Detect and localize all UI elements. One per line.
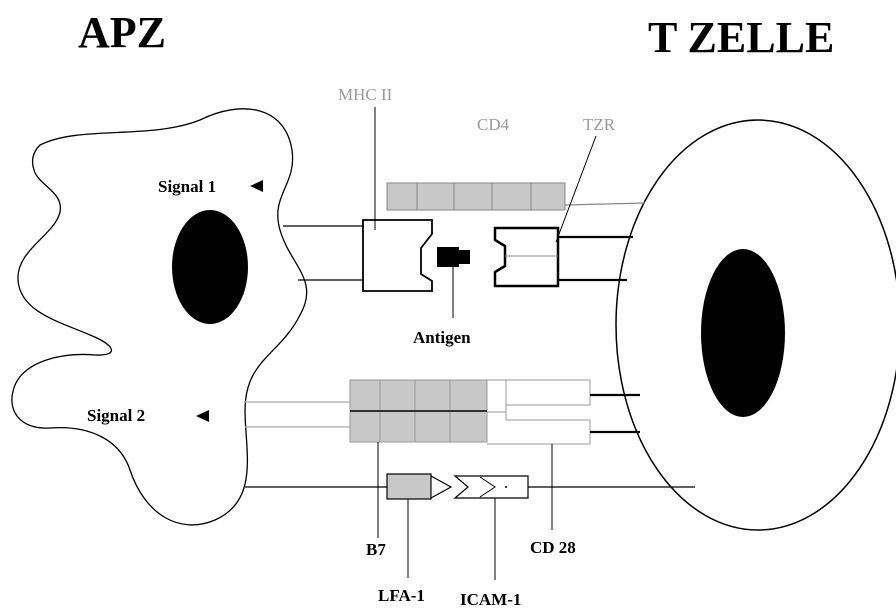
lfa1-label: LFA-1	[378, 586, 425, 605]
b7-label: B7	[366, 540, 386, 559]
cd4-label: CD4	[477, 115, 510, 134]
mhc2-molecule	[363, 220, 432, 291]
signal2-arrow-icon	[196, 410, 209, 422]
tcr-molecule	[495, 228, 558, 286]
icam1-label: ICAM-1	[460, 590, 521, 609]
icam1-molecule	[455, 476, 528, 498]
icam1-dot	[505, 486, 507, 488]
signal1-arrow-icon	[250, 180, 263, 192]
antigen-label: Antigen	[413, 328, 471, 347]
lfa1-tip	[431, 476, 451, 498]
signal1-label: Signal 1	[158, 177, 216, 196]
cd4-to-tcell-line	[565, 203, 645, 205]
b7-molecule	[350, 380, 487, 442]
tzr-label: TZR	[583, 115, 616, 134]
tcell-nucleus	[701, 249, 785, 417]
antigen-shape	[437, 247, 470, 267]
apc-cell-outline	[12, 109, 307, 525]
lfa1-molecule	[387, 474, 431, 499]
apz-title: APZ	[78, 8, 166, 57]
apc-nucleus	[172, 210, 248, 324]
cd4-bar	[387, 183, 565, 210]
signal2-label: Signal 2	[87, 406, 145, 425]
mhc2-label: MHC II	[338, 85, 393, 104]
cd28-molecule	[487, 380, 590, 444]
tcell-title: T ZELLE	[648, 13, 834, 62]
cd28-label: CD 28	[530, 538, 576, 557]
